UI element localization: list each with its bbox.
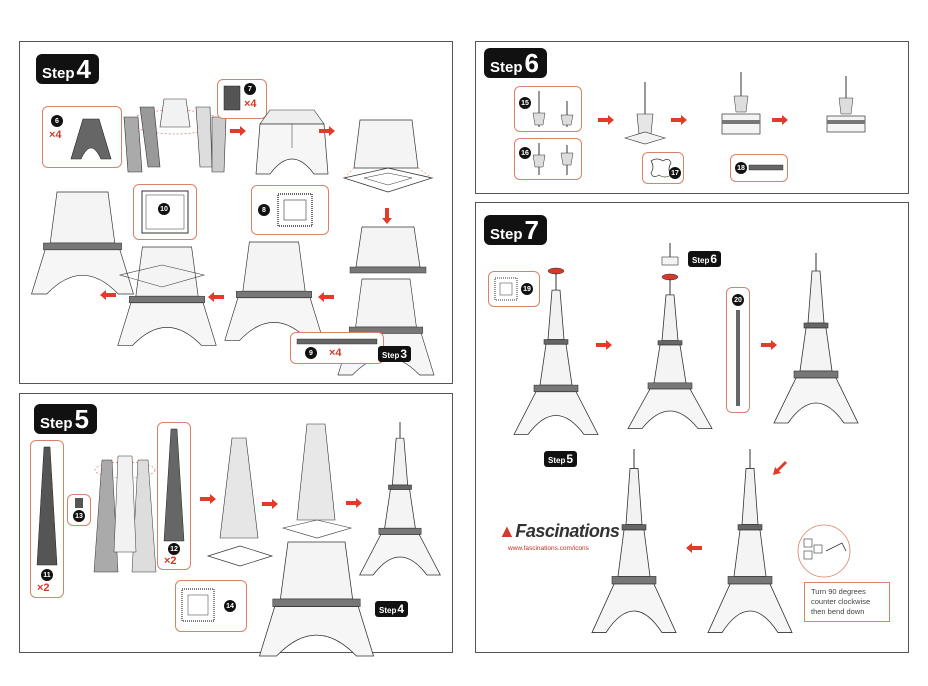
part20-callout: 20 bbox=[726, 287, 750, 413]
part18-strip-icon bbox=[748, 164, 784, 171]
part9-callout: 9 ×4 bbox=[290, 332, 384, 364]
part14-number: 14 bbox=[224, 600, 236, 612]
part11-leg-icon bbox=[36, 446, 58, 566]
part11-callout: 11 ×2 bbox=[30, 440, 64, 598]
part19-callout: 19 bbox=[488, 271, 540, 307]
tower-stage-5a-icon bbox=[259, 423, 374, 657]
part15-number: 15 bbox=[519, 97, 531, 109]
part7-callout: 7 ×4 bbox=[217, 79, 267, 119]
part19-ring-icon bbox=[494, 277, 518, 301]
tower-stage-5b-icon bbox=[359, 421, 441, 576]
spire-with-deck-icon bbox=[721, 72, 761, 135]
arrow-right-6 bbox=[598, 115, 614, 125]
part14-frame-icon bbox=[181, 588, 215, 622]
part11-quantity: ×2 bbox=[37, 582, 50, 594]
legs-assembly-icon bbox=[123, 98, 227, 173]
tower-stage-7e-icon bbox=[591, 448, 677, 634]
part20-number: 20 bbox=[732, 294, 744, 306]
arrow-right-1 bbox=[230, 126, 246, 136]
part15-callout: 15 bbox=[514, 86, 582, 132]
spire-assembled-icon bbox=[623, 82, 667, 145]
part19-number: 19 bbox=[521, 283, 533, 295]
part6-callout: 6 ×4 bbox=[42, 106, 122, 168]
part12-callout: 12 ×2 bbox=[157, 422, 191, 570]
tower-stage-7a-icon bbox=[513, 267, 599, 435]
tower-stage-7c-icon bbox=[773, 252, 859, 424]
part12-quantity: ×2 bbox=[164, 555, 177, 567]
part17-number: 17 bbox=[669, 167, 681, 179]
part11-number: 11 bbox=[41, 569, 53, 581]
spire-complete-icon bbox=[826, 76, 866, 133]
part12-number: 12 bbox=[168, 543, 180, 555]
part17-callout: 17 bbox=[642, 152, 684, 184]
part14-callout: 14 bbox=[175, 580, 247, 632]
arrow-down-1 bbox=[382, 208, 392, 224]
part13-clip-icon bbox=[75, 498, 83, 508]
arrow-right-9 bbox=[596, 340, 612, 350]
part6-quantity: ×4 bbox=[49, 129, 62, 141]
part7-number: 7 bbox=[244, 83, 256, 95]
arrow-left-3 bbox=[318, 292, 334, 302]
part9-number: 9 bbox=[305, 347, 317, 359]
platform-assembly-icon bbox=[342, 119, 434, 193]
tower-stage-7b-icon bbox=[627, 243, 713, 430]
upper-legs-assembly-icon bbox=[93, 455, 157, 573]
part6-leg-icon bbox=[70, 118, 112, 160]
part15-spire-icon bbox=[532, 91, 574, 127]
part8-number: 8 bbox=[258, 204, 270, 216]
part20-strip-icon bbox=[736, 310, 740, 406]
part16-callout: 16 bbox=[514, 138, 582, 180]
arrow-diagonal bbox=[773, 461, 787, 475]
brand-url: www.fascinations.com/icons bbox=[508, 545, 589, 552]
part16-number: 16 bbox=[519, 147, 531, 159]
arrow-right-8 bbox=[772, 115, 788, 125]
part13-callout: 13 bbox=[67, 494, 91, 526]
upper-shaft-icon bbox=[206, 437, 274, 567]
part7-panel-icon bbox=[223, 85, 241, 111]
part10-square-icon bbox=[141, 190, 189, 234]
brand-logo: ▲Fascinations bbox=[498, 521, 620, 541]
part9-strip-icon bbox=[296, 338, 378, 345]
part8-callout: 8 bbox=[251, 185, 329, 235]
arrow-right-2 bbox=[319, 126, 335, 136]
arrow-right-7 bbox=[671, 115, 687, 125]
part8-frame-icon bbox=[277, 193, 313, 227]
tower-stage-7d-icon bbox=[707, 448, 793, 634]
four-legs-joined-icon bbox=[255, 109, 329, 175]
tower-stage-4c-icon bbox=[117, 246, 217, 346]
part10-callout: 10 bbox=[133, 184, 197, 240]
detail-zoom-icon bbox=[797, 524, 851, 578]
part13-number: 13 bbox=[73, 510, 85, 522]
part9-quantity: ×4 bbox=[329, 347, 342, 359]
part16-spire-icon bbox=[532, 143, 574, 175]
part10-number: 10 bbox=[158, 203, 170, 215]
arrow-left-2 bbox=[208, 292, 224, 302]
part18-number: 18 bbox=[735, 162, 747, 174]
part6-number: 6 bbox=[51, 115, 63, 127]
part18-callout: 18 bbox=[730, 154, 788, 182]
part7-quantity: ×4 bbox=[244, 98, 257, 110]
part12-leg-icon bbox=[163, 428, 185, 542]
instruction-note: Turn 90 degrees counter clockwise then b… bbox=[804, 582, 890, 623]
tower-stage-4a-icon bbox=[337, 226, 435, 376]
